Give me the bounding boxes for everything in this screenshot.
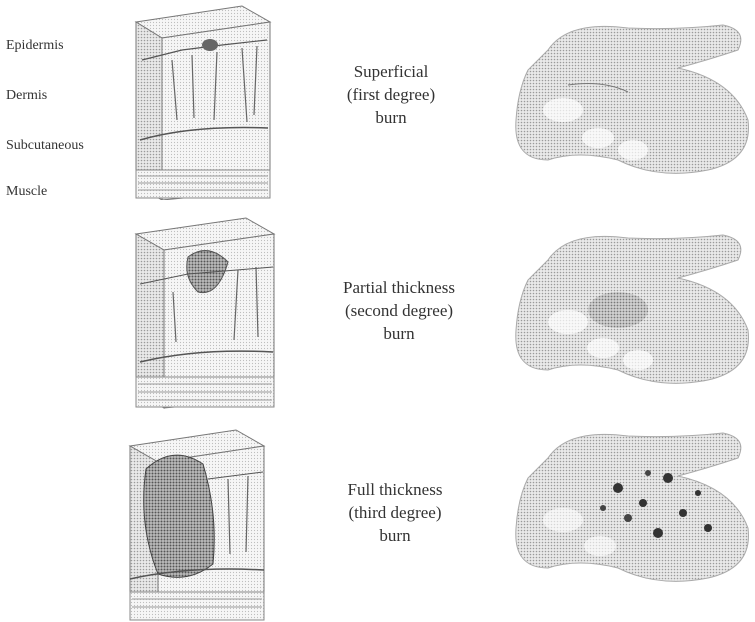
hand-superficial-burn-icon <box>508 10 753 190</box>
caption-partial-thickness: Partial thickness (second degree) burn <box>304 276 494 345</box>
caption-partial-line-3: burn <box>304 322 494 345</box>
hand-partial-burn-icon <box>508 220 753 400</box>
caption-full-line-3: burn <box>300 524 490 547</box>
skin-block-partial-thickness-icon <box>128 212 278 412</box>
caption-full-thickness: Full thickness (third degree) burn <box>300 478 490 547</box>
layer-label-subcutaneous: Subcutaneous <box>6 138 84 154</box>
caption-partial-line-2: (second degree) <box>304 299 494 322</box>
caption-full-line-2: (third degree) <box>300 501 490 524</box>
caption-partial-line-1: Partial thickness <box>304 276 494 299</box>
caption-superficial: Superficial (first degree) burn <box>296 60 486 129</box>
caption-superficial-line-1: Superficial <box>296 60 486 83</box>
layer-label-epidermis: Epidermis <box>6 38 64 54</box>
skin-block-full-thickness-icon <box>118 424 268 622</box>
hand-full-thickness-burn-icon <box>508 418 753 598</box>
skin-block-superficial-icon <box>122 0 272 200</box>
layer-label-dermis: Dermis <box>6 88 47 104</box>
layer-label-muscle: Muscle <box>6 184 47 200</box>
caption-full-line-1: Full thickness <box>300 478 490 501</box>
caption-superficial-line-2: (first degree) <box>296 83 486 106</box>
caption-superficial-line-3: burn <box>296 106 486 129</box>
